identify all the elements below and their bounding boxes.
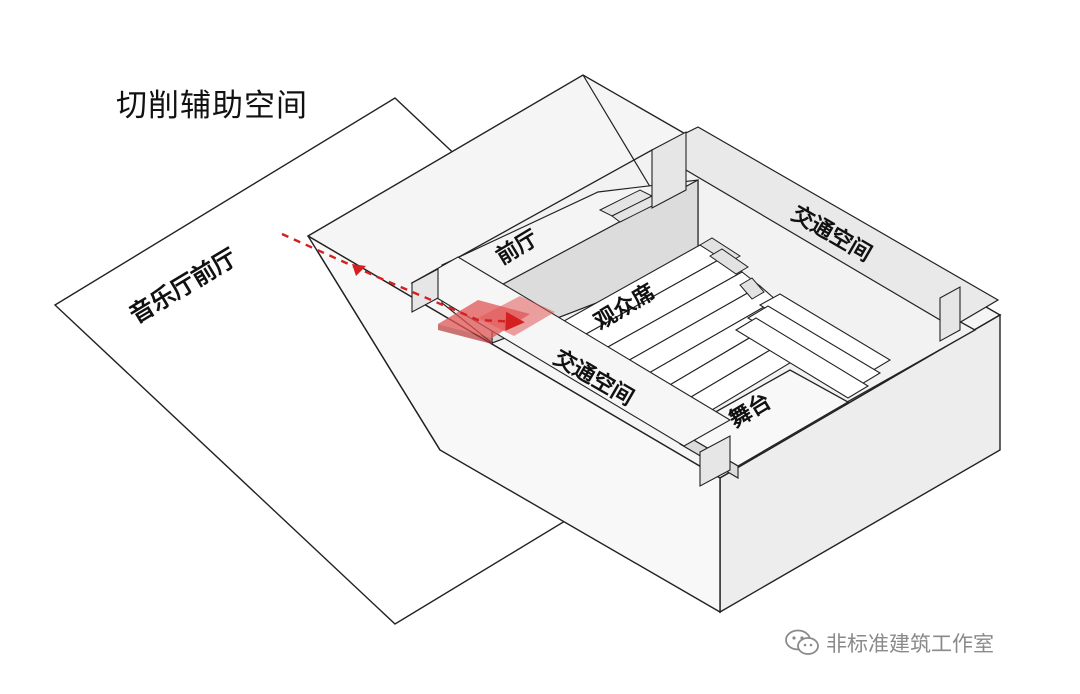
arrow-mid-head bbox=[352, 264, 366, 276]
cut-edge-line bbox=[317, 251, 441, 451]
diagram-title: 切削辅助空间 bbox=[116, 88, 308, 124]
back-ridge-line bbox=[582, 74, 653, 191]
circulation-arrow bbox=[281, 232, 525, 331]
wechat-icon bbox=[785, 629, 819, 655]
side-terraces bbox=[734, 293, 892, 399]
corner-columns bbox=[411, 131, 961, 487]
right-stair bbox=[699, 237, 765, 300]
watermark: 非标准建筑工作室 bbox=[784, 628, 994, 658]
watermark-text: 非标准建筑工作室 bbox=[826, 632, 994, 656]
